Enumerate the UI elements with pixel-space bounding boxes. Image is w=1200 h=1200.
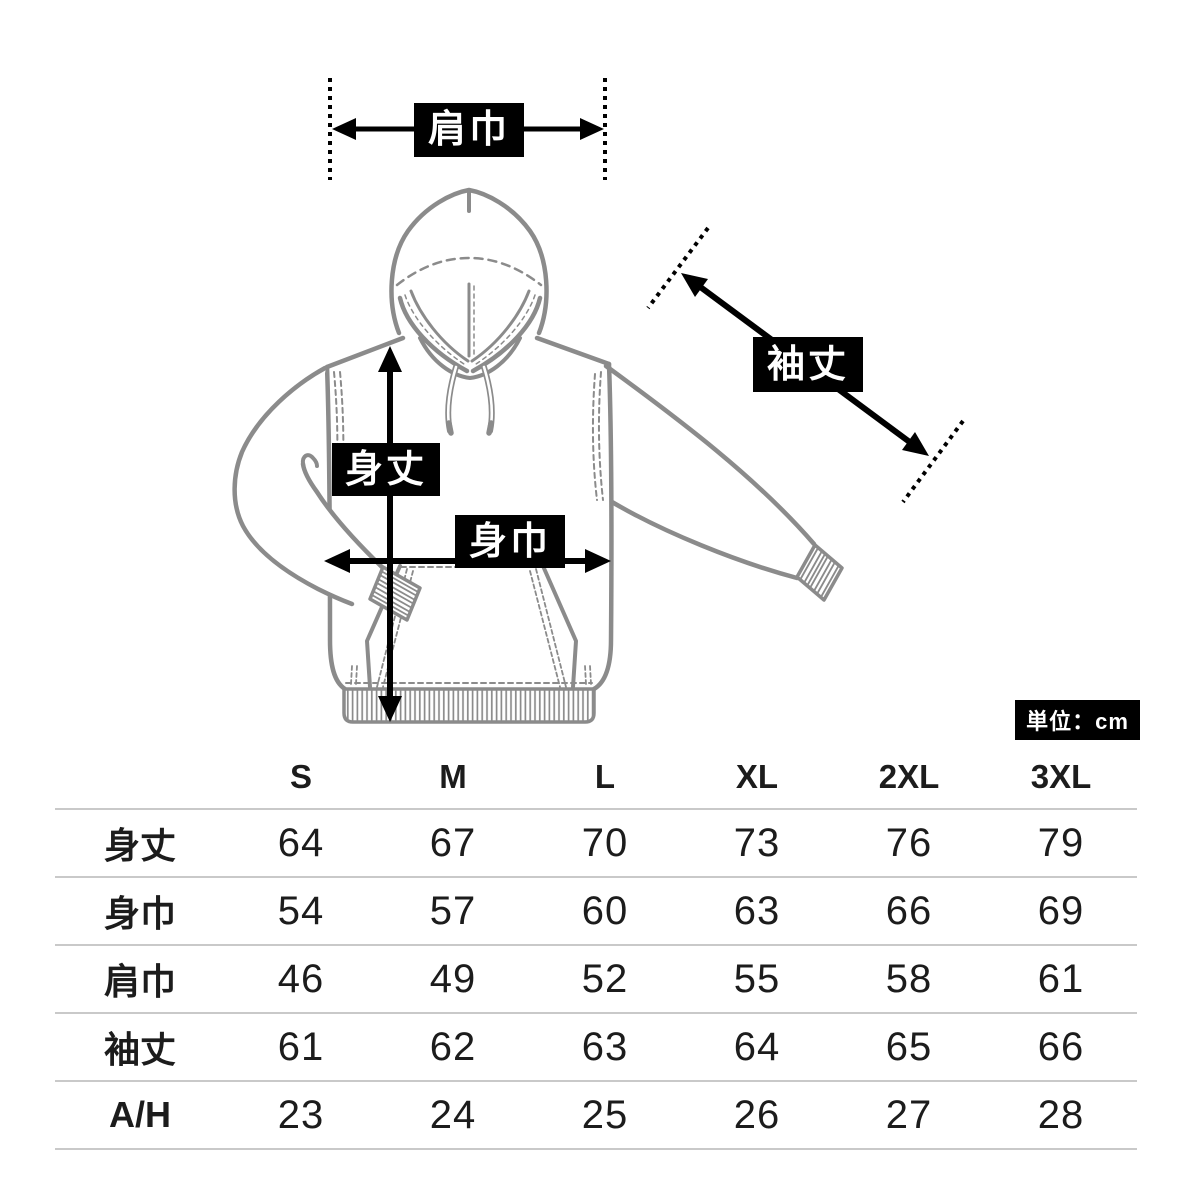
size-cell: 63 xyxy=(581,1024,629,1069)
size-cell: 24 xyxy=(429,1092,477,1137)
size-cell: 61 xyxy=(277,1024,325,1069)
body-length-label: 身丈 xyxy=(332,443,440,496)
size-cell: 54 xyxy=(277,888,325,933)
size-cell: 73 xyxy=(733,820,781,865)
size-cell: 23 xyxy=(277,1092,325,1137)
size-cell: 66 xyxy=(1037,1024,1085,1069)
size-cell: 58 xyxy=(885,956,933,1001)
size-cell: 69 xyxy=(1037,888,1085,933)
table-row-body-width: 身巾 54 57 60 63 66 69 xyxy=(55,876,1137,944)
size-cell: 28 xyxy=(1037,1092,1085,1137)
size-cell: 49 xyxy=(429,956,477,1001)
size-column-header: L xyxy=(594,758,616,795)
table-bottom-rule xyxy=(55,1148,1137,1150)
measurement-row-label: 身巾 xyxy=(103,893,176,934)
size-cell: 26 xyxy=(733,1092,781,1137)
table-row-armhole: A/H 23 24 25 26 27 28 xyxy=(55,1080,1137,1148)
unit-badge: 単位：cm xyxy=(1015,700,1140,740)
measurement-row-label: 袖丈 xyxy=(103,1029,176,1070)
dotted-guide-lines xyxy=(328,78,965,504)
size-cell: 76 xyxy=(885,820,933,865)
size-column-header: S xyxy=(289,758,312,795)
size-cell: 70 xyxy=(581,820,629,865)
size-cell: 61 xyxy=(1037,956,1085,1001)
size-cell: 27 xyxy=(885,1092,933,1137)
hoodie-line-art xyxy=(232,187,844,724)
size-cell: 52 xyxy=(581,956,629,1001)
size-cell: 79 xyxy=(1037,820,1085,865)
size-cell: 60 xyxy=(581,888,629,933)
measurement-row-label: A/H xyxy=(109,1094,171,1135)
measurement-row-label: 身丈 xyxy=(103,825,176,866)
size-cell: 55 xyxy=(733,956,781,1001)
size-cell: 63 xyxy=(733,888,781,933)
table-row-body-length: 身丈 64 67 70 73 76 79 xyxy=(55,808,1137,876)
shoulder-width-label: 肩巾 xyxy=(414,103,524,157)
table-row-sleeve-length: 袖丈 61 62 63 64 65 66 xyxy=(55,1012,1137,1080)
size-cell: 25 xyxy=(581,1092,629,1137)
size-cell: 62 xyxy=(429,1024,477,1069)
size-cell: 57 xyxy=(429,888,477,933)
size-cell: 66 xyxy=(885,888,933,933)
body-length-arrow xyxy=(378,346,402,722)
measurement-row-label: 肩巾 xyxy=(103,961,176,1002)
size-cell: 64 xyxy=(733,1024,781,1069)
size-column-header: 2XL xyxy=(878,758,940,795)
size-table-header-row: S M L XL 2XL 3XL xyxy=(55,746,1137,808)
size-cell: 67 xyxy=(429,820,477,865)
sleeve-length-label: 袖丈 xyxy=(753,337,863,392)
size-column-header: XL xyxy=(735,758,779,795)
size-column-header: 3XL xyxy=(1030,758,1092,795)
table-row-shoulder-width: 肩巾 46 49 52 55 58 61 xyxy=(55,944,1137,1012)
body-width-label: 身巾 xyxy=(455,515,565,568)
size-cell: 65 xyxy=(885,1024,933,1069)
size-cell: 64 xyxy=(277,820,325,865)
size-table: S M L XL 2XL 3XL 身丈 64 67 70 73 76 79 身巾… xyxy=(55,746,1137,1150)
size-cell: 46 xyxy=(277,956,325,1001)
size-column-header: M xyxy=(439,758,467,795)
